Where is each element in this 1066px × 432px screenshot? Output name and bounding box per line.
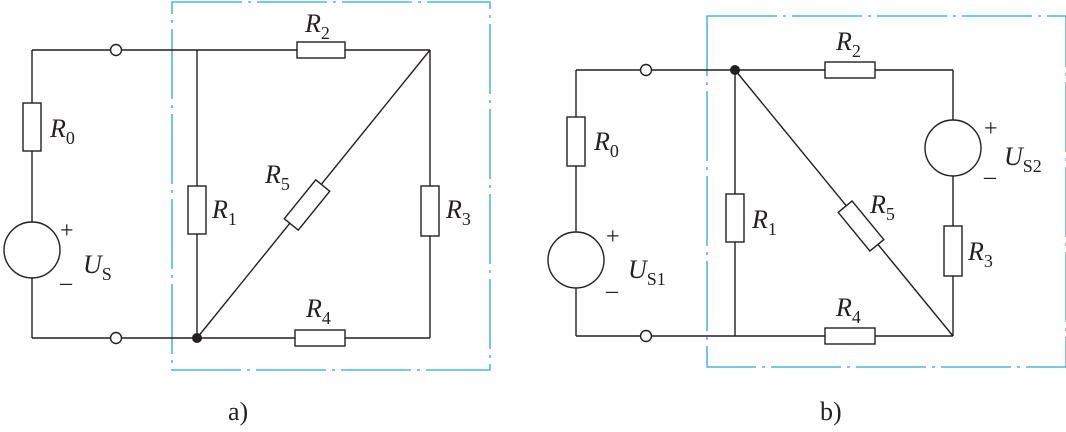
label-r1-b: R1 xyxy=(751,205,777,239)
resistor-r1-b xyxy=(725,193,745,243)
resistor-r5-a xyxy=(283,178,331,232)
minus-sign-us2-b: _ xyxy=(983,156,997,182)
plus-sign-a: + xyxy=(60,218,74,244)
resistor-r4-a xyxy=(294,329,346,347)
label-us-a: US xyxy=(83,250,112,284)
resistor-r1-a xyxy=(187,185,207,235)
label-r2-a: R2 xyxy=(304,9,330,43)
network-box-a xyxy=(171,1,491,371)
plus-sign-us2-b: + xyxy=(984,116,998,142)
resistor-r2-a xyxy=(296,41,346,59)
wires-a xyxy=(31,49,431,339)
terminal-top-b[interactable] xyxy=(639,63,653,77)
resistor-r0-b xyxy=(566,116,586,167)
label-r3-a: R3 xyxy=(445,195,471,229)
node-dot-b xyxy=(730,65,740,75)
resistor-r4-b xyxy=(824,327,876,345)
resistor-r0-a xyxy=(22,102,42,152)
label-r0-a: R0 xyxy=(49,114,75,148)
circuit-b: R0 R1 R2 R3 R4 R5 US1 US2 + _ + _ b) xyxy=(547,15,1066,426)
label-r4-a: R4 xyxy=(305,294,331,328)
label-r0-b: R0 xyxy=(593,127,619,161)
network-box-b xyxy=(706,15,1066,368)
caption-a: a) xyxy=(228,397,248,426)
label-r3-b: R3 xyxy=(967,237,993,271)
caption-b: b) xyxy=(820,397,842,426)
resistor-r5-b xyxy=(837,199,885,253)
terminal-bottom-b[interactable] xyxy=(639,329,653,343)
voltage-source-us1-b xyxy=(547,231,605,289)
circuit-a: R0 R1 R2 R3 R4 R5 US + _ a) xyxy=(3,1,491,426)
label-r5-a: R5 xyxy=(264,160,290,194)
voltage-source-us-a xyxy=(3,221,61,279)
resistor-r3-a xyxy=(420,185,440,237)
resistor-r2-b xyxy=(824,61,876,79)
minus-sign-us1-b: _ xyxy=(605,270,619,296)
voltage-source-us2-b xyxy=(924,119,982,177)
label-us2-b: US2 xyxy=(1004,142,1042,176)
minus-sign-a: _ xyxy=(59,262,73,288)
plus-sign-us1-b: + xyxy=(606,224,620,250)
terminal-top-a[interactable] xyxy=(109,43,123,57)
label-r1-a: R1 xyxy=(211,195,237,229)
resistor-r3-b xyxy=(943,225,963,277)
label-r4-b: R4 xyxy=(835,293,861,327)
node-dot-a xyxy=(192,333,202,343)
label-us1-b: US1 xyxy=(628,255,666,289)
label-r5-b: R5 xyxy=(869,190,895,224)
wires-b xyxy=(575,69,954,337)
terminal-bottom-a[interactable] xyxy=(109,331,123,345)
label-r2-b: R2 xyxy=(835,27,861,61)
